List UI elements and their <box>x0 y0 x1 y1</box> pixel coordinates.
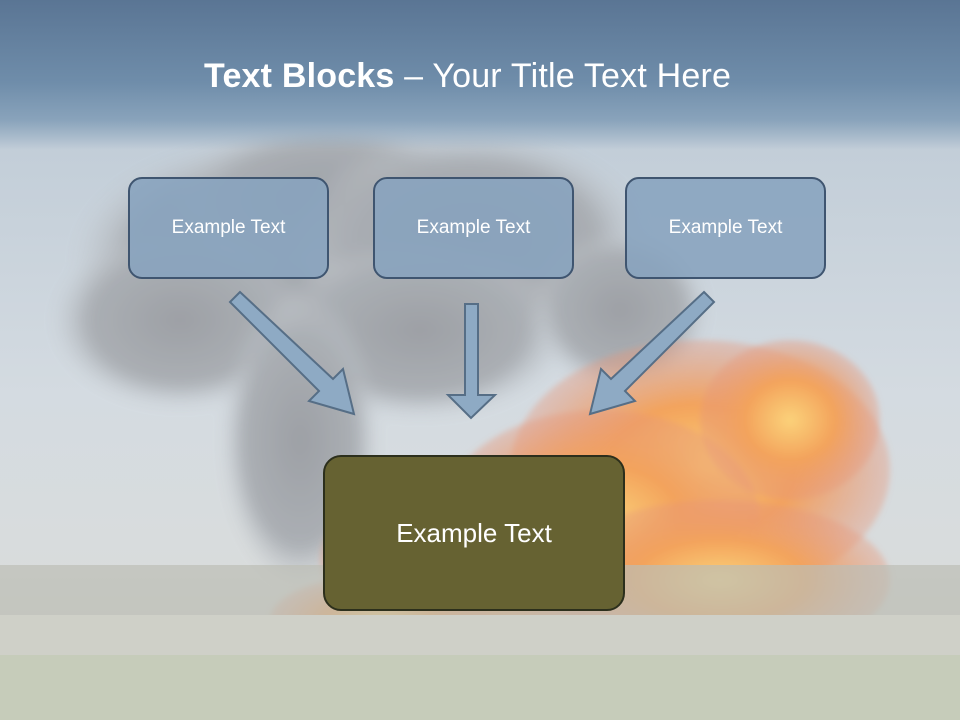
text-block-right-label: Example Text <box>668 217 783 238</box>
text-block-center[interactable]: Example Text <box>373 177 574 279</box>
title-bold-part: Text Blocks <box>204 57 395 95</box>
text-block-main[interactable]: Example Text <box>323 455 625 611</box>
text-block-left-label: Example Text <box>171 217 286 238</box>
arrow-right-diagonal <box>588 290 716 416</box>
arrow-down <box>445 303 498 420</box>
title-dash: – <box>394 57 433 95</box>
text-block-right[interactable]: Example Text <box>625 177 826 279</box>
text-block-center-label: Example Text <box>416 217 531 238</box>
title-bar <box>0 0 960 150</box>
slide-title: Text Blocks – Your Title Text Here <box>204 54 731 98</box>
text-block-main-label: Example Text <box>396 517 552 548</box>
arrow-left-diagonal <box>228 290 356 416</box>
title-regular-part: Your Title Text Here <box>432 57 732 95</box>
text-block-left[interactable]: Example Text <box>128 177 329 279</box>
